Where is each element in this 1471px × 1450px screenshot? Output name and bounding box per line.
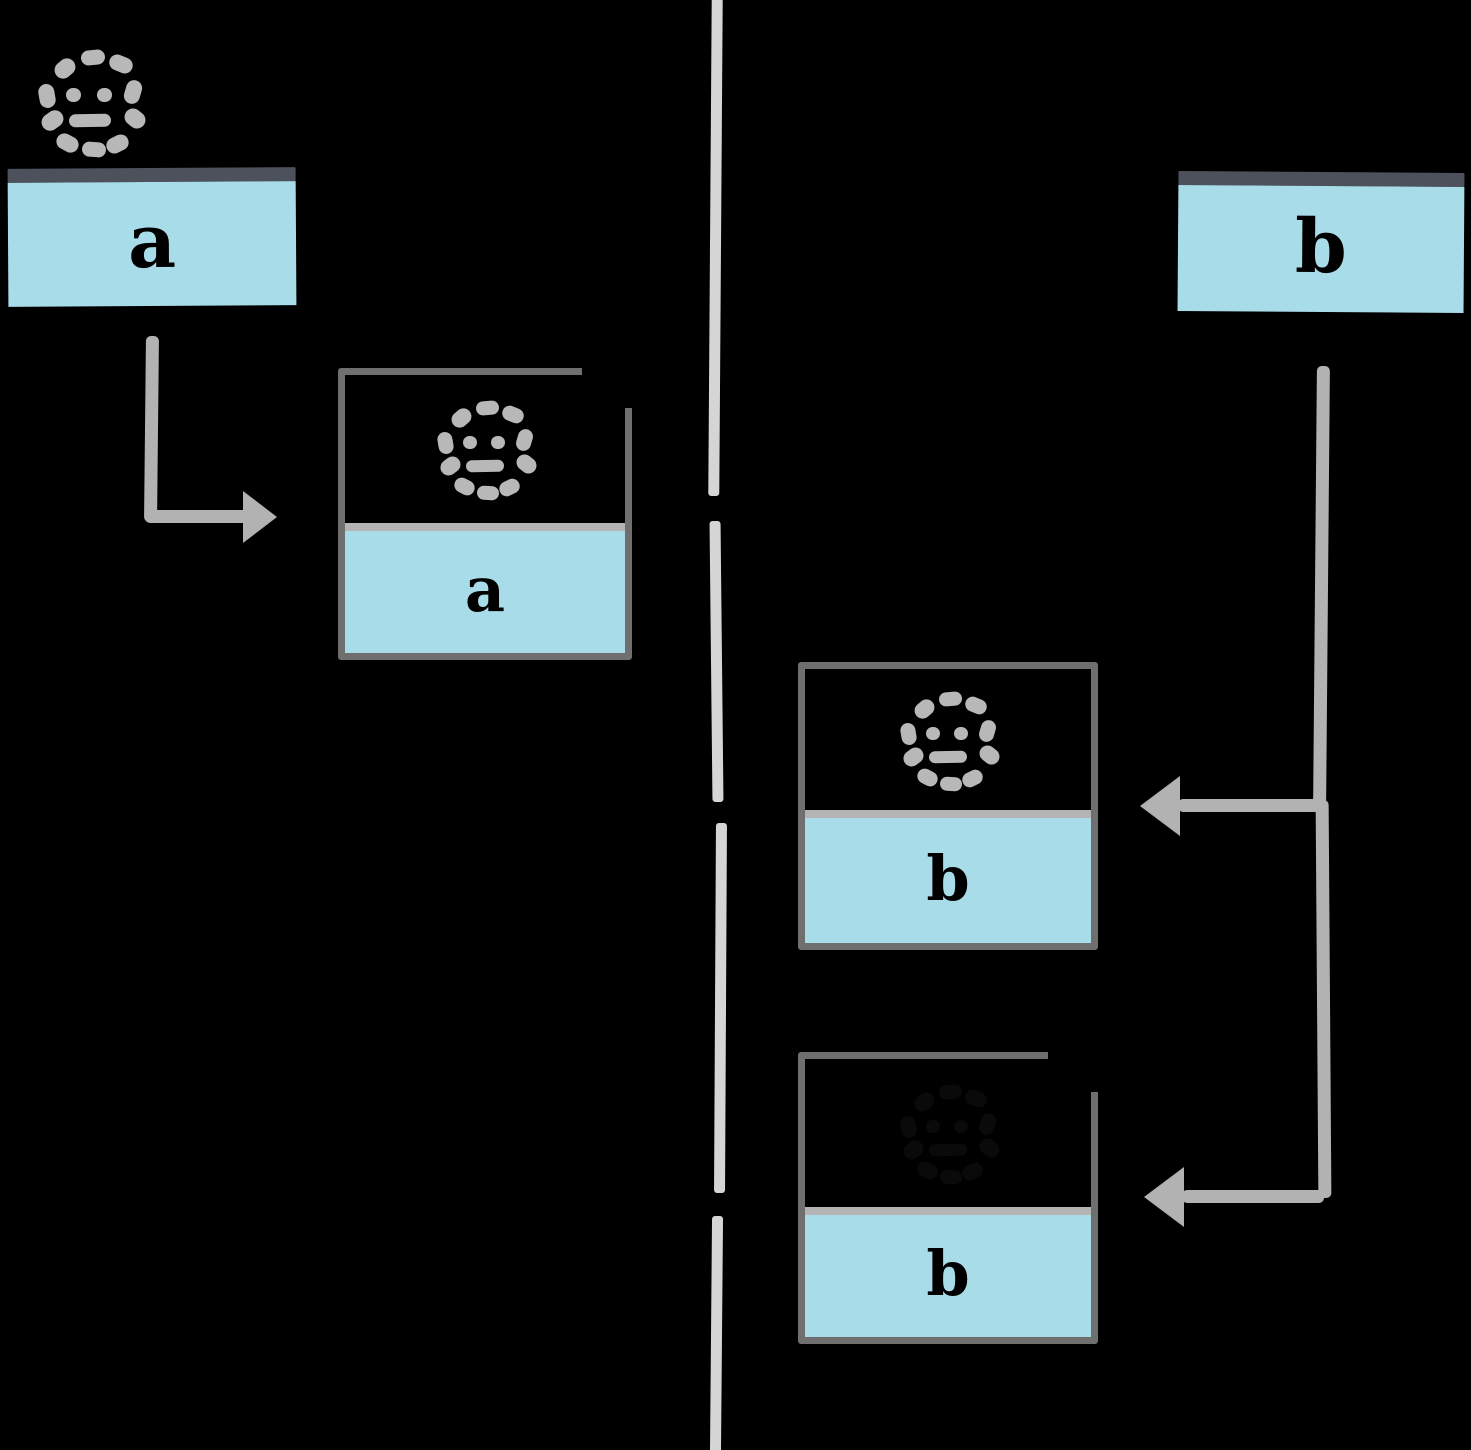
node-b-target-upper-icon-area [805,669,1091,810]
node-b-target-upper-footer: b [805,818,1091,943]
node-a-source-body: a [7,181,297,307]
divider-segment [709,520,724,803]
node-a-target-icon-area [345,375,625,523]
node-b-source[interactable]: b [1177,171,1465,313]
node-a-source-label: a [127,198,177,286]
node-b-target-upper-dotted-face-icon [898,690,1003,792]
node-a-target-dotted-face-icon [435,399,540,501]
arrow-b-to-b-lower-vertical [1315,799,1332,1199]
arrow-b-to-b-upper-head [1140,776,1180,836]
node-b-source-body: b [1177,185,1465,313]
arrow-b-to-b-lower-horizontal [1182,1190,1324,1203]
arrow-a-to-a-vertical [144,335,159,523]
node-b-target-lower-split-rule [805,1207,1091,1215]
node-b-target-lower-dotted-face-icon [898,1083,1003,1185]
node-a-target-frame [338,368,632,660]
node-b-target-lower-footer: b [805,1215,1091,1337]
node-a-target-footer: a [345,531,625,653]
arrow-a-to-a-horizontal [145,510,261,523]
node-a-target-corner-notch [582,360,638,408]
node-b-target-upper-frame [798,662,1098,950]
arrow-a-to-a-head [243,491,277,543]
arrow-b-to-b-upper-vertical [1313,365,1330,809]
node-a-target[interactable]: a [338,360,638,660]
node-a-target-split-rule [345,523,625,531]
lane-icon-dotted-face [36,48,149,158]
node-b-target-upper-label: b [926,841,970,915]
node-a-target-label: a [464,553,506,626]
node-a-source[interactable]: a [7,167,297,307]
divider-segment [709,1215,724,1450]
node-b-target-lower[interactable]: b [798,1044,1104,1344]
arrow-b-to-b-lower-head [1144,1167,1184,1227]
node-b-target-lower-frame [798,1052,1098,1344]
node-b-target-lower-corner-notch [1048,1044,1104,1092]
divider-segment [708,0,723,497]
node-b-source-label: b [1294,203,1348,291]
node-b-target-lower-icon-area [805,1059,1091,1207]
arrow-b-to-b-upper-horizontal [1178,799,1324,812]
node-b-target-upper-split-rule [805,810,1091,818]
node-b-target-lower-label: b [926,1237,970,1310]
node-b-target-upper[interactable]: b [798,662,1098,950]
divider-segment [714,822,727,1194]
